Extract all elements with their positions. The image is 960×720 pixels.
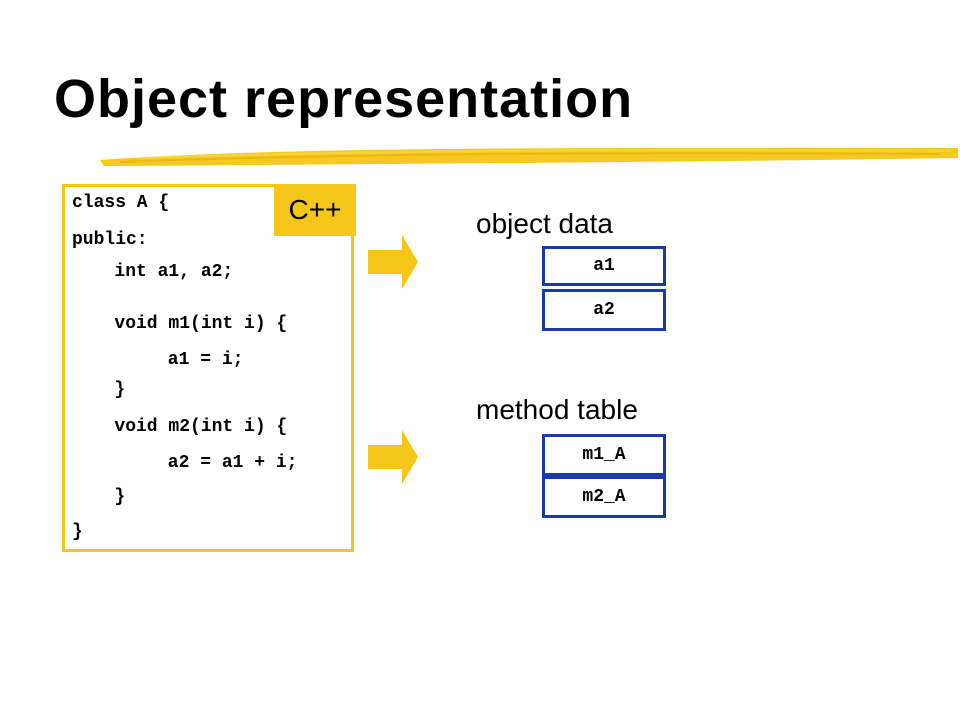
code-line: a2 = a1 + i;	[103, 453, 298, 473]
code-line: }	[82, 487, 126, 507]
language-badge: C++	[274, 184, 356, 236]
code-line: }	[72, 522, 83, 542]
arrow-right-icon	[368, 235, 418, 289]
method-entry-cell: m2_A	[542, 476, 666, 518]
object-data-label: object data	[476, 208, 613, 239]
object-field-cell: a1	[542, 246, 666, 286]
slide-title: Object representation	[54, 69, 634, 129]
code-line: public:	[72, 230, 148, 250]
code-line: }	[82, 380, 126, 400]
code-line: a1 = i;	[103, 350, 244, 370]
code-line: int a1, a2;	[82, 262, 234, 282]
code-box	[62, 184, 354, 552]
code-line: void m1(int i) {	[82, 314, 288, 334]
code-line: void m2(int i) {	[82, 417, 288, 437]
code-line: class A {	[72, 193, 170, 213]
arrow-right-icon	[368, 430, 418, 484]
method-entry-cell: m1_A	[542, 434, 666, 476]
method-table-label: method table	[476, 394, 638, 425]
object-field-cell: a2	[542, 289, 666, 331]
